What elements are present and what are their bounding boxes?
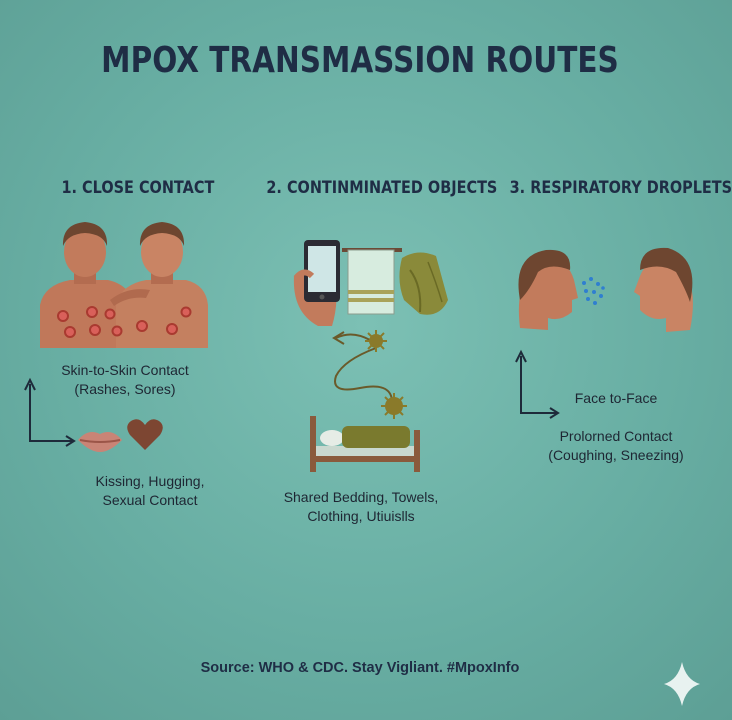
- caption-prolonged-contact: Prolorned Contact (Coughing, Sneezing): [548, 428, 684, 463]
- caption-shared-objects: Shared Bedding, Towels, Clothing, Utiuis…: [283, 489, 439, 524]
- heading-respiratory-droplets: 3. RESPIRATORY DROPLETS: [509, 178, 732, 198]
- caption-kissing: Kissing, Hugging, Sexual Contact: [95, 473, 205, 508]
- footer-source: Source: WHO & CDC. Stay Vigliant. #MpoxI…: [200, 660, 520, 676]
- caption-face-to-face: Face to-Face: [574, 390, 658, 406]
- heading-contaminated-objects: 2. CONTINMINATED OBJECTS: [266, 178, 498, 198]
- heading-close-contact: 1. CLOSE CONTACT: [61, 178, 215, 198]
- page-title: MPOX TRANSMASSION ROUTES: [101, 40, 619, 81]
- caption-skin-contact: Skin-to-Skin Contact (Rashes, Sores): [61, 362, 189, 397]
